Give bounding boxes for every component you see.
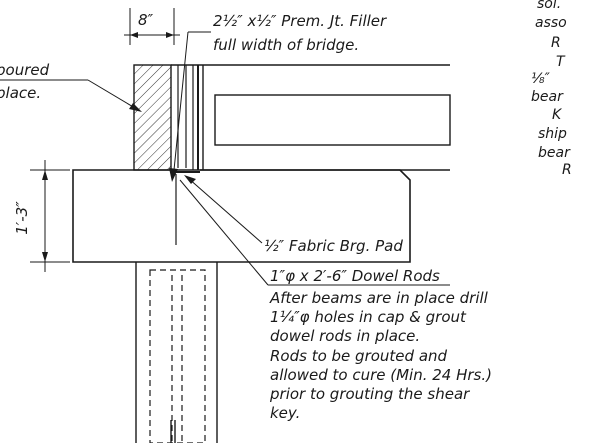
- dowel-title: 1″φ x 2′-6″ Dowel Rods: [270, 267, 440, 285]
- joint-filler-strip: [177, 65, 199, 170]
- dowel-note-line6: prior to grouting the shear: [269, 385, 470, 403]
- top-width-dimension: [124, 8, 180, 45]
- vertical-dimension: [30, 160, 70, 272]
- margin-fragment: ship: [538, 126, 567, 142]
- dowel-note-line5: allowed to cure (Min. 24 Hrs.): [270, 366, 492, 384]
- filler-note-line2: full width of bridge.: [213, 36, 359, 54]
- shear-key-hatched: [133, 64, 172, 171]
- margin-fragment: asso: [535, 15, 567, 31]
- top-width-label: 8″: [138, 11, 154, 29]
- margin-fragment: K: [552, 107, 563, 123]
- dowel-note-line3: dowel rods in place.: [270, 327, 420, 345]
- pier-column-hidden: [149, 269, 206, 443]
- dowel-note-line1: After beams are in place drill: [269, 289, 489, 307]
- margin-fragment: sol.: [537, 0, 561, 12]
- poured-note-line1: poured: [0, 61, 50, 79]
- pier-column: [135, 262, 218, 443]
- dowel-leader: [179, 179, 450, 286]
- pier-cap: [72, 169, 411, 263]
- filler-leader: [169, 31, 211, 182]
- dowel-note-line2: 1¼″φ holes in cap & grout: [270, 308, 467, 326]
- poured-note-line2: place.: [0, 84, 41, 102]
- margin-fragment: bear: [531, 89, 564, 105]
- vertical-dimension-label: 1′-3″: [13, 201, 31, 235]
- box-beam: [171, 64, 451, 171]
- margin-fragment: ⅛″: [531, 71, 551, 87]
- filler-note-line1: 2½″ x½″ Prem. Jt. Filler: [213, 12, 387, 30]
- margin-fragment: bear: [538, 145, 571, 161]
- fabric-pad-label: ½″ Fabric Brg. Pad: [264, 237, 403, 255]
- margin-fragment: R: [551, 35, 561, 51]
- dowel-note-line4: Rods to be grouted and: [270, 347, 448, 365]
- dowel-note-line7: key.: [270, 404, 300, 422]
- margin-fragment: T: [556, 54, 566, 70]
- margin-notes: sol. asso R T ⅛″ bear K ship bear R: [531, 0, 572, 178]
- pad-leader: [184, 175, 263, 244]
- margin-fragment: R: [562, 162, 572, 178]
